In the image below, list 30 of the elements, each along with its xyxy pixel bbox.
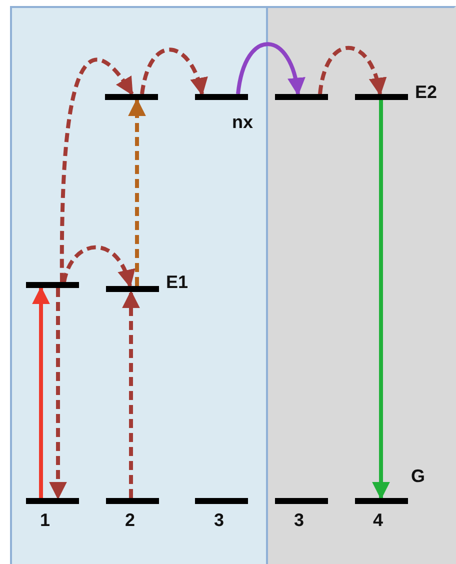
energy-level-bar bbox=[275, 498, 328, 504]
arrow bbox=[49, 288, 67, 500]
transfer-label: nx bbox=[232, 112, 254, 132]
energy-level-bar bbox=[26, 282, 79, 288]
level-label: 1 bbox=[40, 510, 50, 530]
arrow bbox=[122, 290, 140, 498]
energy-level-bar bbox=[106, 286, 159, 292]
level-label: 2 bbox=[125, 510, 136, 530]
arrow bbox=[62, 245, 134, 288]
level-label: 4 bbox=[373, 510, 384, 530]
level-label: G bbox=[411, 466, 426, 486]
arrow bbox=[32, 286, 50, 498]
arrow bbox=[128, 98, 146, 286]
arrow bbox=[318, 46, 386, 96]
level-label: 3 bbox=[294, 510, 304, 530]
energy-level-bar bbox=[355, 498, 408, 504]
arrow bbox=[236, 42, 304, 96]
arrow bbox=[372, 100, 390, 500]
arrow bbox=[140, 48, 207, 96]
arrow bbox=[60, 58, 134, 282]
energy-level-bar bbox=[195, 94, 248, 100]
energy-level-bar bbox=[106, 498, 159, 504]
level-label: E1 bbox=[166, 272, 188, 292]
energy-level-bar bbox=[275, 94, 328, 100]
level-label: E2 bbox=[415, 82, 438, 102]
energy-level-bar bbox=[355, 94, 408, 100]
level-label: 3 bbox=[214, 510, 224, 530]
energy-level-bar bbox=[105, 94, 158, 100]
energy-level-bar bbox=[26, 498, 79, 504]
energy-level-bar bbox=[195, 498, 248, 504]
